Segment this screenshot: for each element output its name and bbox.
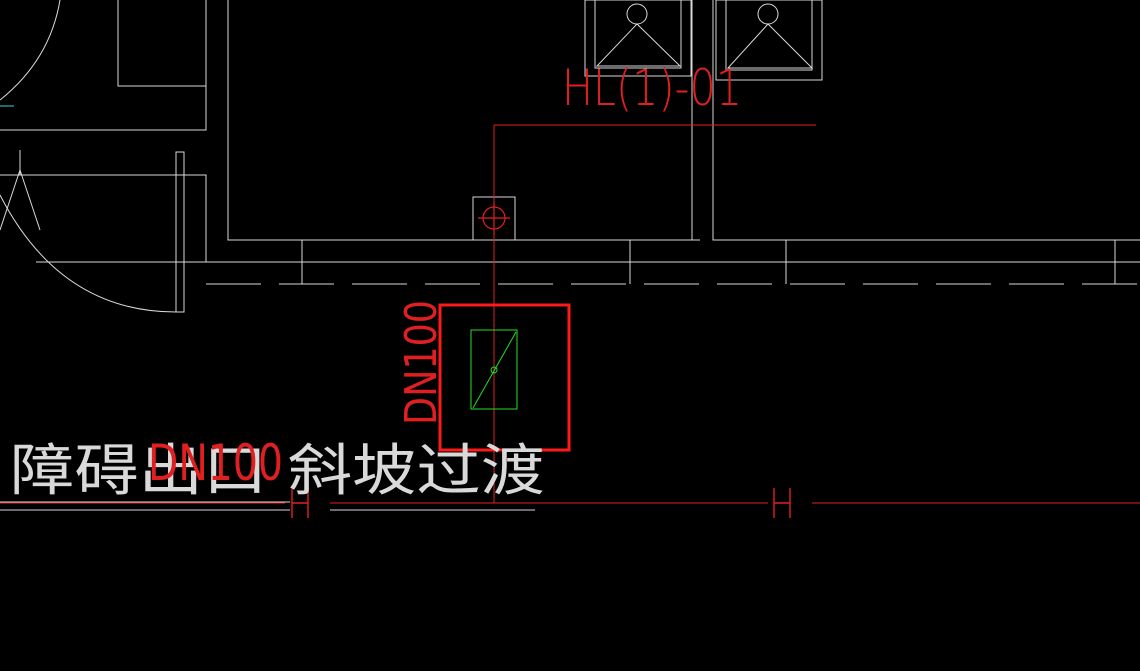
valve-body [470, 329, 518, 410]
fixture-box-left-inner [594, 0, 682, 69]
selection-highlight-box[interactable] [438, 303, 571, 452]
area-note-label: 障碍出口 斜坡过渡 [10, 439, 545, 504]
fixture-box-left [584, 0, 692, 77]
fixture-cone-left [595, 23, 682, 67]
fixture-drain-left [626, 3, 648, 25]
pipe-layer [0, 124, 1140, 504]
wall-left-lower [0, 174, 207, 262]
pipe-size-vertical-label: DN100 [396, 300, 447, 425]
pipe-break-symbols [291, 488, 791, 518]
floor-line-left [0, 501, 290, 511]
pipe-break-left-icon [291, 488, 309, 518]
pipe-break-right-icon [773, 488, 791, 518]
wall-left-mid [0, 0, 207, 131]
corridor-wall-b [712, 0, 1140, 241]
door-swing-arc-upper [0, 0, 61, 101]
riser-tag-label: HL(1)-01 [562, 59, 742, 117]
riser-pipe-icon[interactable] [478, 202, 510, 234]
corridor-wall-a [227, 0, 693, 241]
door-leaf-angled [0, 169, 41, 231]
fixture-box-right-inner [725, 0, 813, 71]
door-jamb [175, 151, 185, 313]
wall-left-upper [117, 0, 207, 87]
riser-cross [478, 202, 510, 234]
fixture-box-right [715, 0, 823, 81]
valve-diagonal [472, 331, 517, 409]
gate-valve-icon[interactable] [470, 329, 518, 410]
fixture-cone-right [726, 23, 814, 69]
valve-stem [490, 366, 498, 374]
door-swing-arc-lower [0, 194, 177, 313]
fixture-drain-right [757, 3, 779, 25]
architecture-layer [0, 0, 1140, 511]
pipe-size-horizontal-label: DN100 [148, 434, 283, 492]
